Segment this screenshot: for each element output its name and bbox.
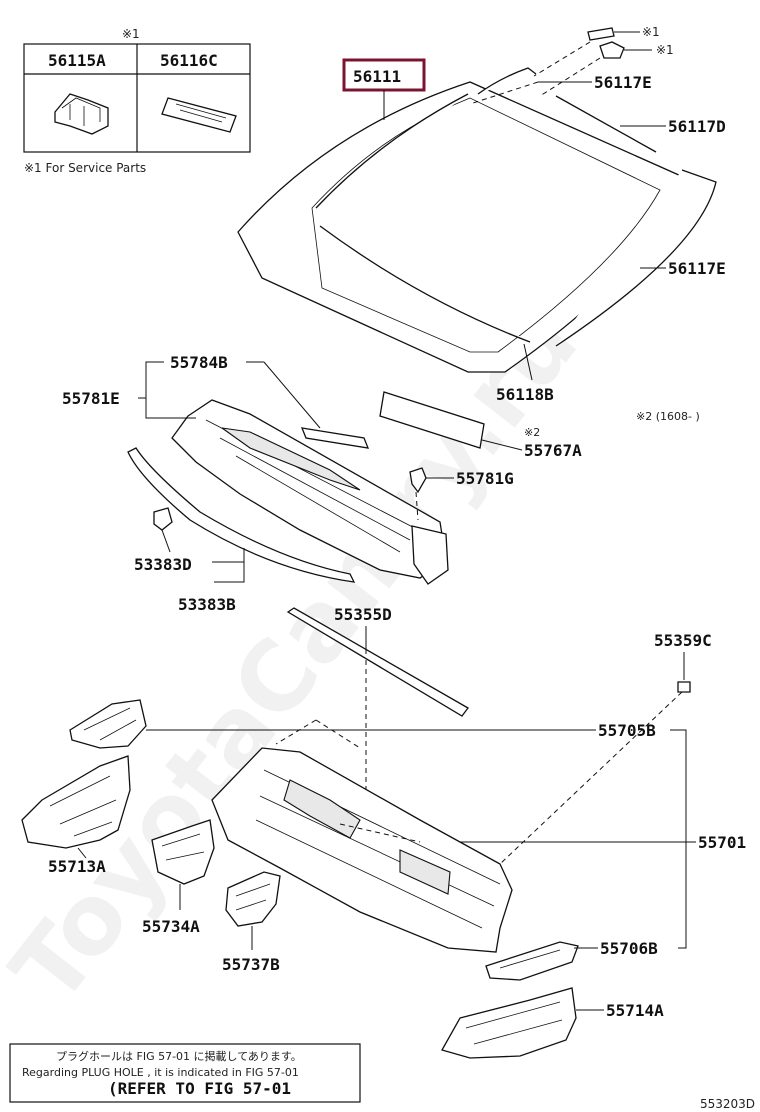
- seal-53383b-drawing: [127, 447, 356, 583]
- note-refer-line[interactable]: (REFER TO FIG 57-01: [108, 1079, 291, 1098]
- plug-55359c-drawing: [677, 681, 691, 693]
- callout-55784b[interactable]: 55784B: [170, 353, 228, 372]
- callout-55355d[interactable]: 55355D: [334, 605, 392, 624]
- callout-56117e-right[interactable]: 56117E: [668, 259, 726, 278]
- molding-56117e-top-drawing: [477, 67, 537, 95]
- bracket-55706b-drawing: [485, 941, 579, 981]
- figure-id: 553203D: [700, 1097, 755, 1111]
- molding-56117e-right-drawing: [555, 169, 717, 347]
- service-parts-note: ※1 For Service Parts: [24, 161, 146, 175]
- bracket-55737b-drawing: [225, 871, 281, 927]
- service-part-56116c-label[interactable]: 56116C: [160, 51, 218, 70]
- callout-55714a[interactable]: 55714A: [606, 1001, 664, 1020]
- clip-mark-a: ※1: [642, 25, 660, 39]
- clip-parts-top: [587, 27, 625, 59]
- callout-53383b[interactable]: 53383B: [178, 595, 236, 614]
- lower-molding-56118b-drawing: [319, 225, 531, 343]
- callout-55767a[interactable]: 55767A: [524, 441, 582, 460]
- date-range-note: ※2 (1608- ): [636, 410, 700, 423]
- plug-hole-note-box: プラグホールは FIG 57-01 に掲載してあります。 Regarding P…: [9, 1043, 361, 1103]
- bracket-55705b-left-drawing: [69, 699, 147, 749]
- callout-56111[interactable]: 56111: [353, 67, 401, 86]
- mark-2: ※2: [524, 426, 540, 439]
- service-part-56115a-label[interactable]: 56115A: [48, 51, 106, 70]
- clip-53383d-drawing: [153, 507, 173, 531]
- callout-55781e[interactable]: 55781E: [62, 389, 120, 408]
- callout-56118b[interactable]: 56118B: [496, 385, 554, 404]
- cover-55784b-drawing: [300, 427, 370, 449]
- callout-55359c[interactable]: 55359C: [654, 631, 712, 650]
- callout-55734a[interactable]: 55734A: [142, 917, 200, 936]
- callout-55701[interactable]: 55701: [698, 833, 746, 852]
- seal-55355d-drawing: [286, 607, 469, 717]
- note-line-en: Regarding PLUG HOLE , it is indicated in…: [22, 1066, 299, 1079]
- callout-55781g[interactable]: 55781G: [456, 469, 514, 488]
- pad-55767a-drawing: [379, 391, 485, 449]
- upper-molding-drawing: [315, 93, 469, 209]
- cowl-louver-drawing: [171, 399, 449, 585]
- callout-55705b[interactable]: 55705B: [598, 721, 656, 740]
- service-box-mark: ※1: [122, 27, 140, 41]
- callout-55737b[interactable]: 55737B: [222, 955, 280, 974]
- note-line-jp: プラグホールは FIG 57-01 に掲載してあります。: [56, 1049, 302, 1063]
- service-parts-box: ※1 56115A 56116C ※1 For Service Parts: [23, 27, 251, 175]
- clip-56115a-drawing: [54, 93, 109, 135]
- clip-55781g-drawing: [409, 467, 427, 494]
- molding-56117d-drawing: [555, 95, 657, 153]
- clip-mark-b: ※1: [656, 43, 674, 57]
- bracket-55734a-drawing: [151, 819, 215, 885]
- panel-55713a-drawing: [21, 755, 131, 849]
- clip-56116c-drawing: [161, 97, 237, 133]
- callout-56117d[interactable]: 56117D: [668, 117, 726, 136]
- callout-55706b[interactable]: 55706B: [600, 939, 658, 958]
- cowl-panel-55701-drawing: [211, 747, 513, 953]
- panel-55714a-drawing: [441, 987, 577, 1059]
- callout-55713a[interactable]: 55713A: [48, 857, 106, 876]
- callout-53383d[interactable]: 53383D: [134, 555, 192, 574]
- callout-56117e-top[interactable]: 56117E: [594, 73, 652, 92]
